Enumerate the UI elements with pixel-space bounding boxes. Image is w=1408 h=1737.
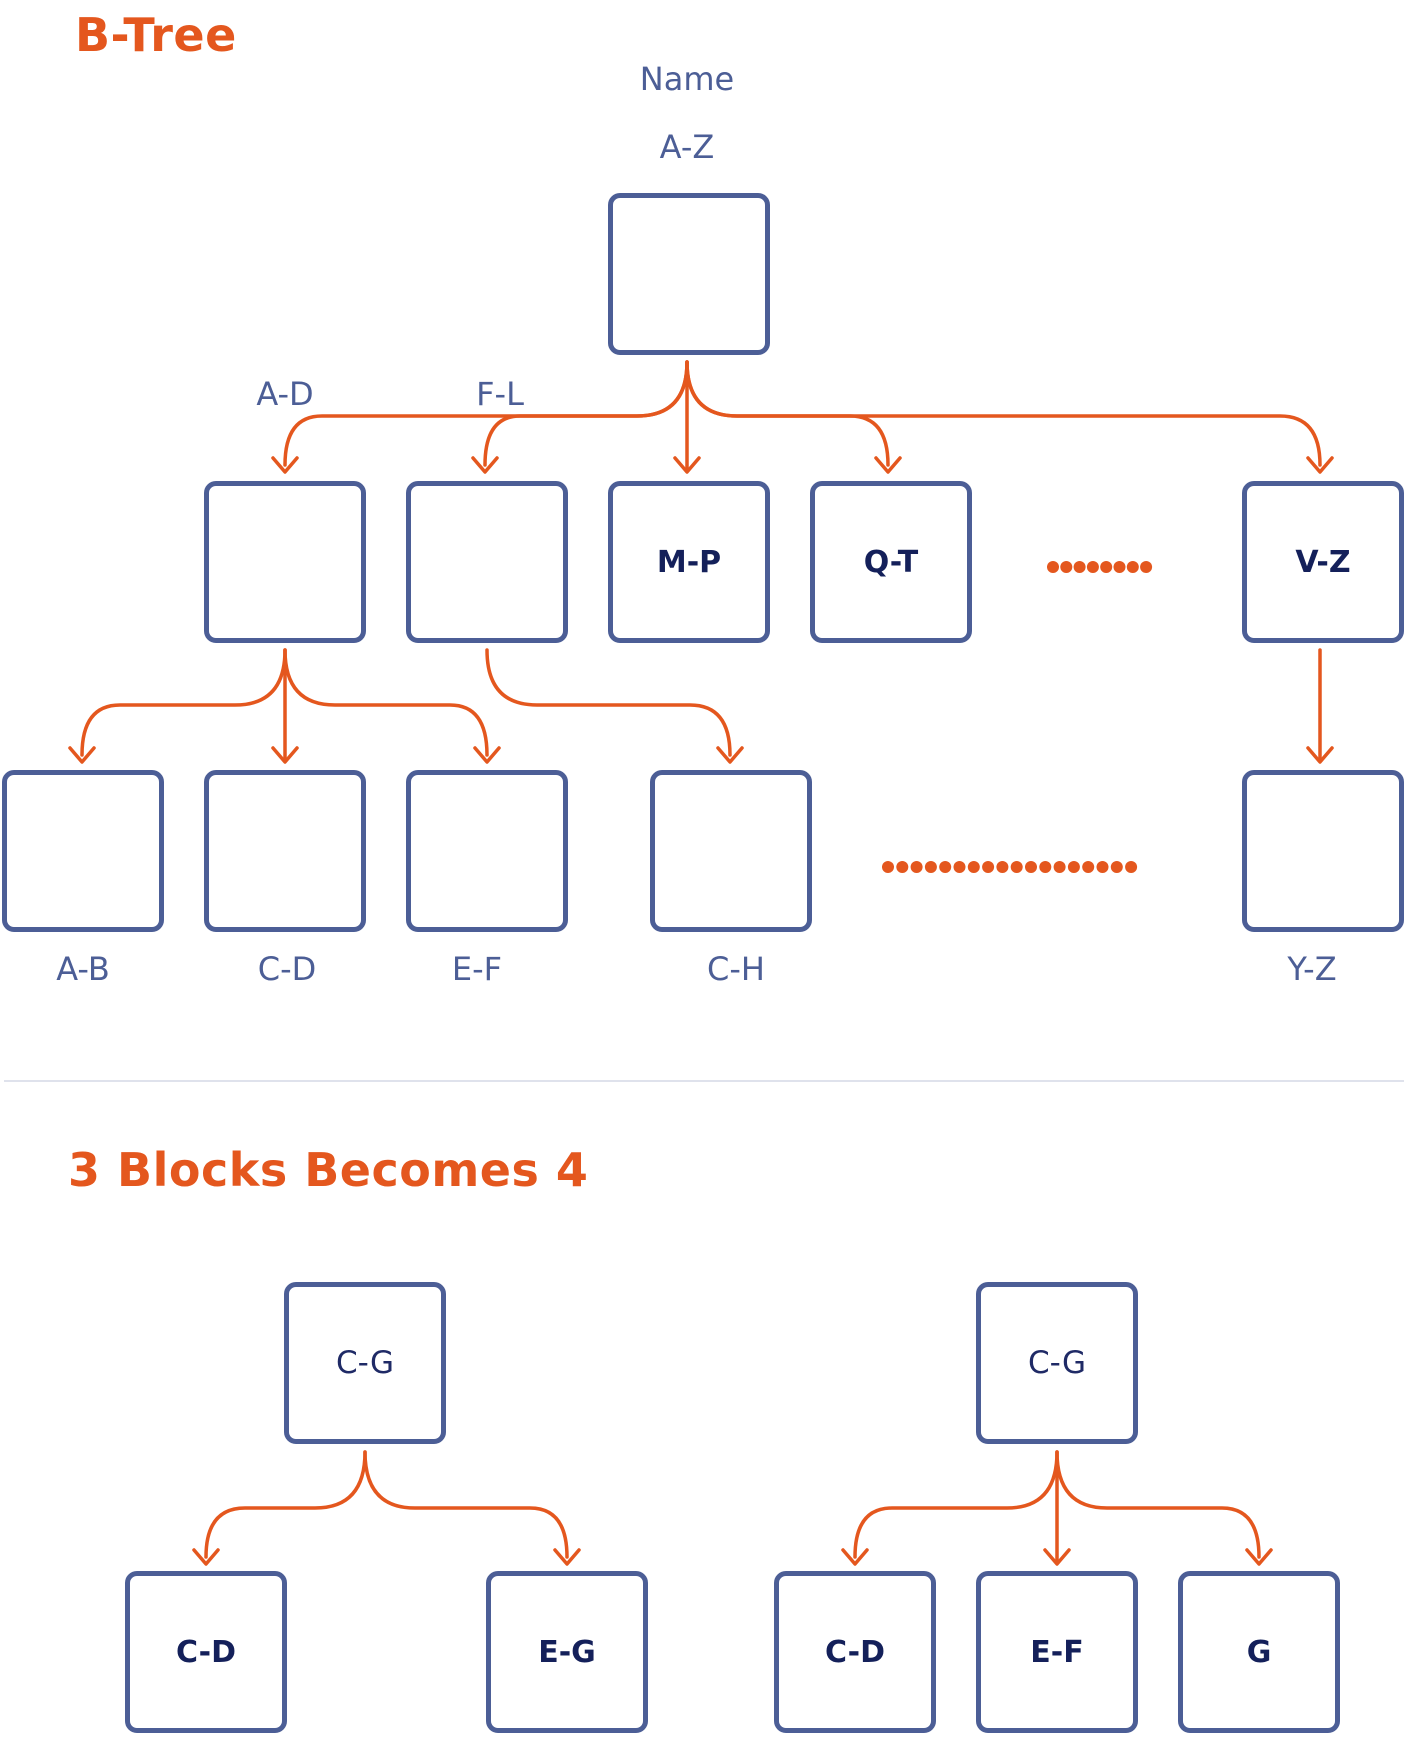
arrowhead — [1245, 1548, 1273, 1566]
arrowhead — [553, 1548, 581, 1566]
ellipsis-dot — [996, 861, 1009, 873]
edge-before-right — [363, 1450, 569, 1559]
arrowhead — [716, 746, 744, 764]
ellipsis-dot — [896, 861, 909, 873]
root-node — [608, 193, 770, 355]
ellipsis-dot — [1010, 861, 1023, 873]
leaf-node-c-d — [204, 770, 366, 932]
arrowhead — [473, 746, 501, 764]
ellipsis-dot — [1047, 561, 1059, 573]
leaf-label-a-b: A-B — [56, 950, 110, 988]
ellipsis-dot — [882, 861, 894, 873]
section-divider — [4, 1080, 1404, 1082]
ellipsis-dots-level1 — [1047, 561, 1153, 573]
leaf-label-e-f: E-F — [451, 950, 503, 988]
edge-root-v-z — [685, 360, 1322, 467]
edge-after-right — [1055, 1450, 1261, 1559]
before-parent-node: C-G — [284, 1282, 446, 1444]
level1-node-f-l — [406, 481, 568, 643]
ellipsis-dot — [1100, 561, 1113, 573]
leaf-node-a-b — [2, 770, 164, 932]
arrowhead — [1306, 456, 1334, 474]
before-left-node: C-D — [125, 1571, 287, 1733]
leaf-node-e-f — [406, 770, 568, 932]
edge-fl-gh — [485, 648, 732, 757]
ellipsis-dot — [939, 861, 952, 873]
edge-before-left — [204, 1450, 367, 1559]
edge-ad-ef — [283, 648, 489, 757]
level1-node-q-t: Q-T — [810, 481, 972, 643]
edge-ad-ab — [80, 648, 287, 757]
ellipsis-dot — [924, 861, 937, 873]
ellipsis-dot — [910, 861, 923, 873]
arrowhead — [673, 456, 701, 474]
level1-node-v-z: V-Z — [1242, 481, 1404, 643]
leaf-label-c-d: C-D — [257, 950, 317, 988]
root-range-label: A-Z — [659, 128, 715, 166]
arrowhead — [68, 746, 96, 764]
ellipsis-dot — [1025, 861, 1037, 873]
ellipsis-dot — [967, 861, 980, 873]
root-field-label: Name — [639, 60, 735, 98]
after-middle-node: E-F — [976, 1571, 1138, 1733]
ellipsis-dot — [1113, 561, 1126, 573]
after-left-node: C-D — [774, 1571, 936, 1733]
ellipsis-dot — [1073, 561, 1086, 573]
btree-title: B-Tree — [75, 8, 237, 62]
arrowhead — [841, 1548, 869, 1566]
edge-label-a-d: A-D — [256, 375, 314, 413]
level1-node-a-d — [204, 481, 366, 643]
ellipsis-dot — [1060, 561, 1073, 573]
arrowhead — [192, 1548, 220, 1566]
ellipsis-dot — [1140, 561, 1153, 573]
ellipsis-dot — [1110, 861, 1123, 873]
edge-root-f-l — [483, 360, 689, 467]
after-right-node: G — [1178, 1571, 1340, 1733]
before-right-node: E-G — [486, 1571, 648, 1733]
split-title: 3 Blocks Becomes 4 — [68, 1143, 589, 1197]
arrowhead — [271, 746, 299, 764]
after-parent-node: C-G — [976, 1282, 1138, 1444]
ellipsis-dot — [953, 861, 966, 873]
edge-after-left — [853, 1450, 1059, 1559]
leaf-node-g-h — [650, 770, 812, 932]
arrowhead — [471, 456, 499, 474]
ellipsis-dot — [1125, 861, 1138, 873]
arrowhead — [1043, 1548, 1071, 1566]
leaf-label-y-z: Y-Z — [1287, 950, 1337, 988]
edge-label-f-l: F-L — [476, 375, 524, 413]
level1-node-m-p: M-P — [608, 481, 770, 643]
ellipsis-dot — [1039, 861, 1052, 873]
arrowhead — [1306, 746, 1334, 764]
ellipsis-dot — [1096, 861, 1109, 873]
leaf-node-y-z — [1242, 770, 1404, 932]
ellipsis-dot — [1086, 561, 1099, 573]
ellipsis-dot — [1126, 561, 1139, 573]
leaf-label-g-h: C-H — [707, 950, 765, 988]
ellipsis-dot — [1053, 861, 1066, 873]
arrowhead — [874, 456, 902, 474]
arrowhead — [271, 456, 299, 474]
ellipsis-dots-level2 — [882, 861, 1138, 873]
ellipsis-dot — [982, 861, 995, 873]
ellipsis-dot — [1067, 861, 1080, 873]
ellipsis-dot — [1082, 861, 1095, 873]
